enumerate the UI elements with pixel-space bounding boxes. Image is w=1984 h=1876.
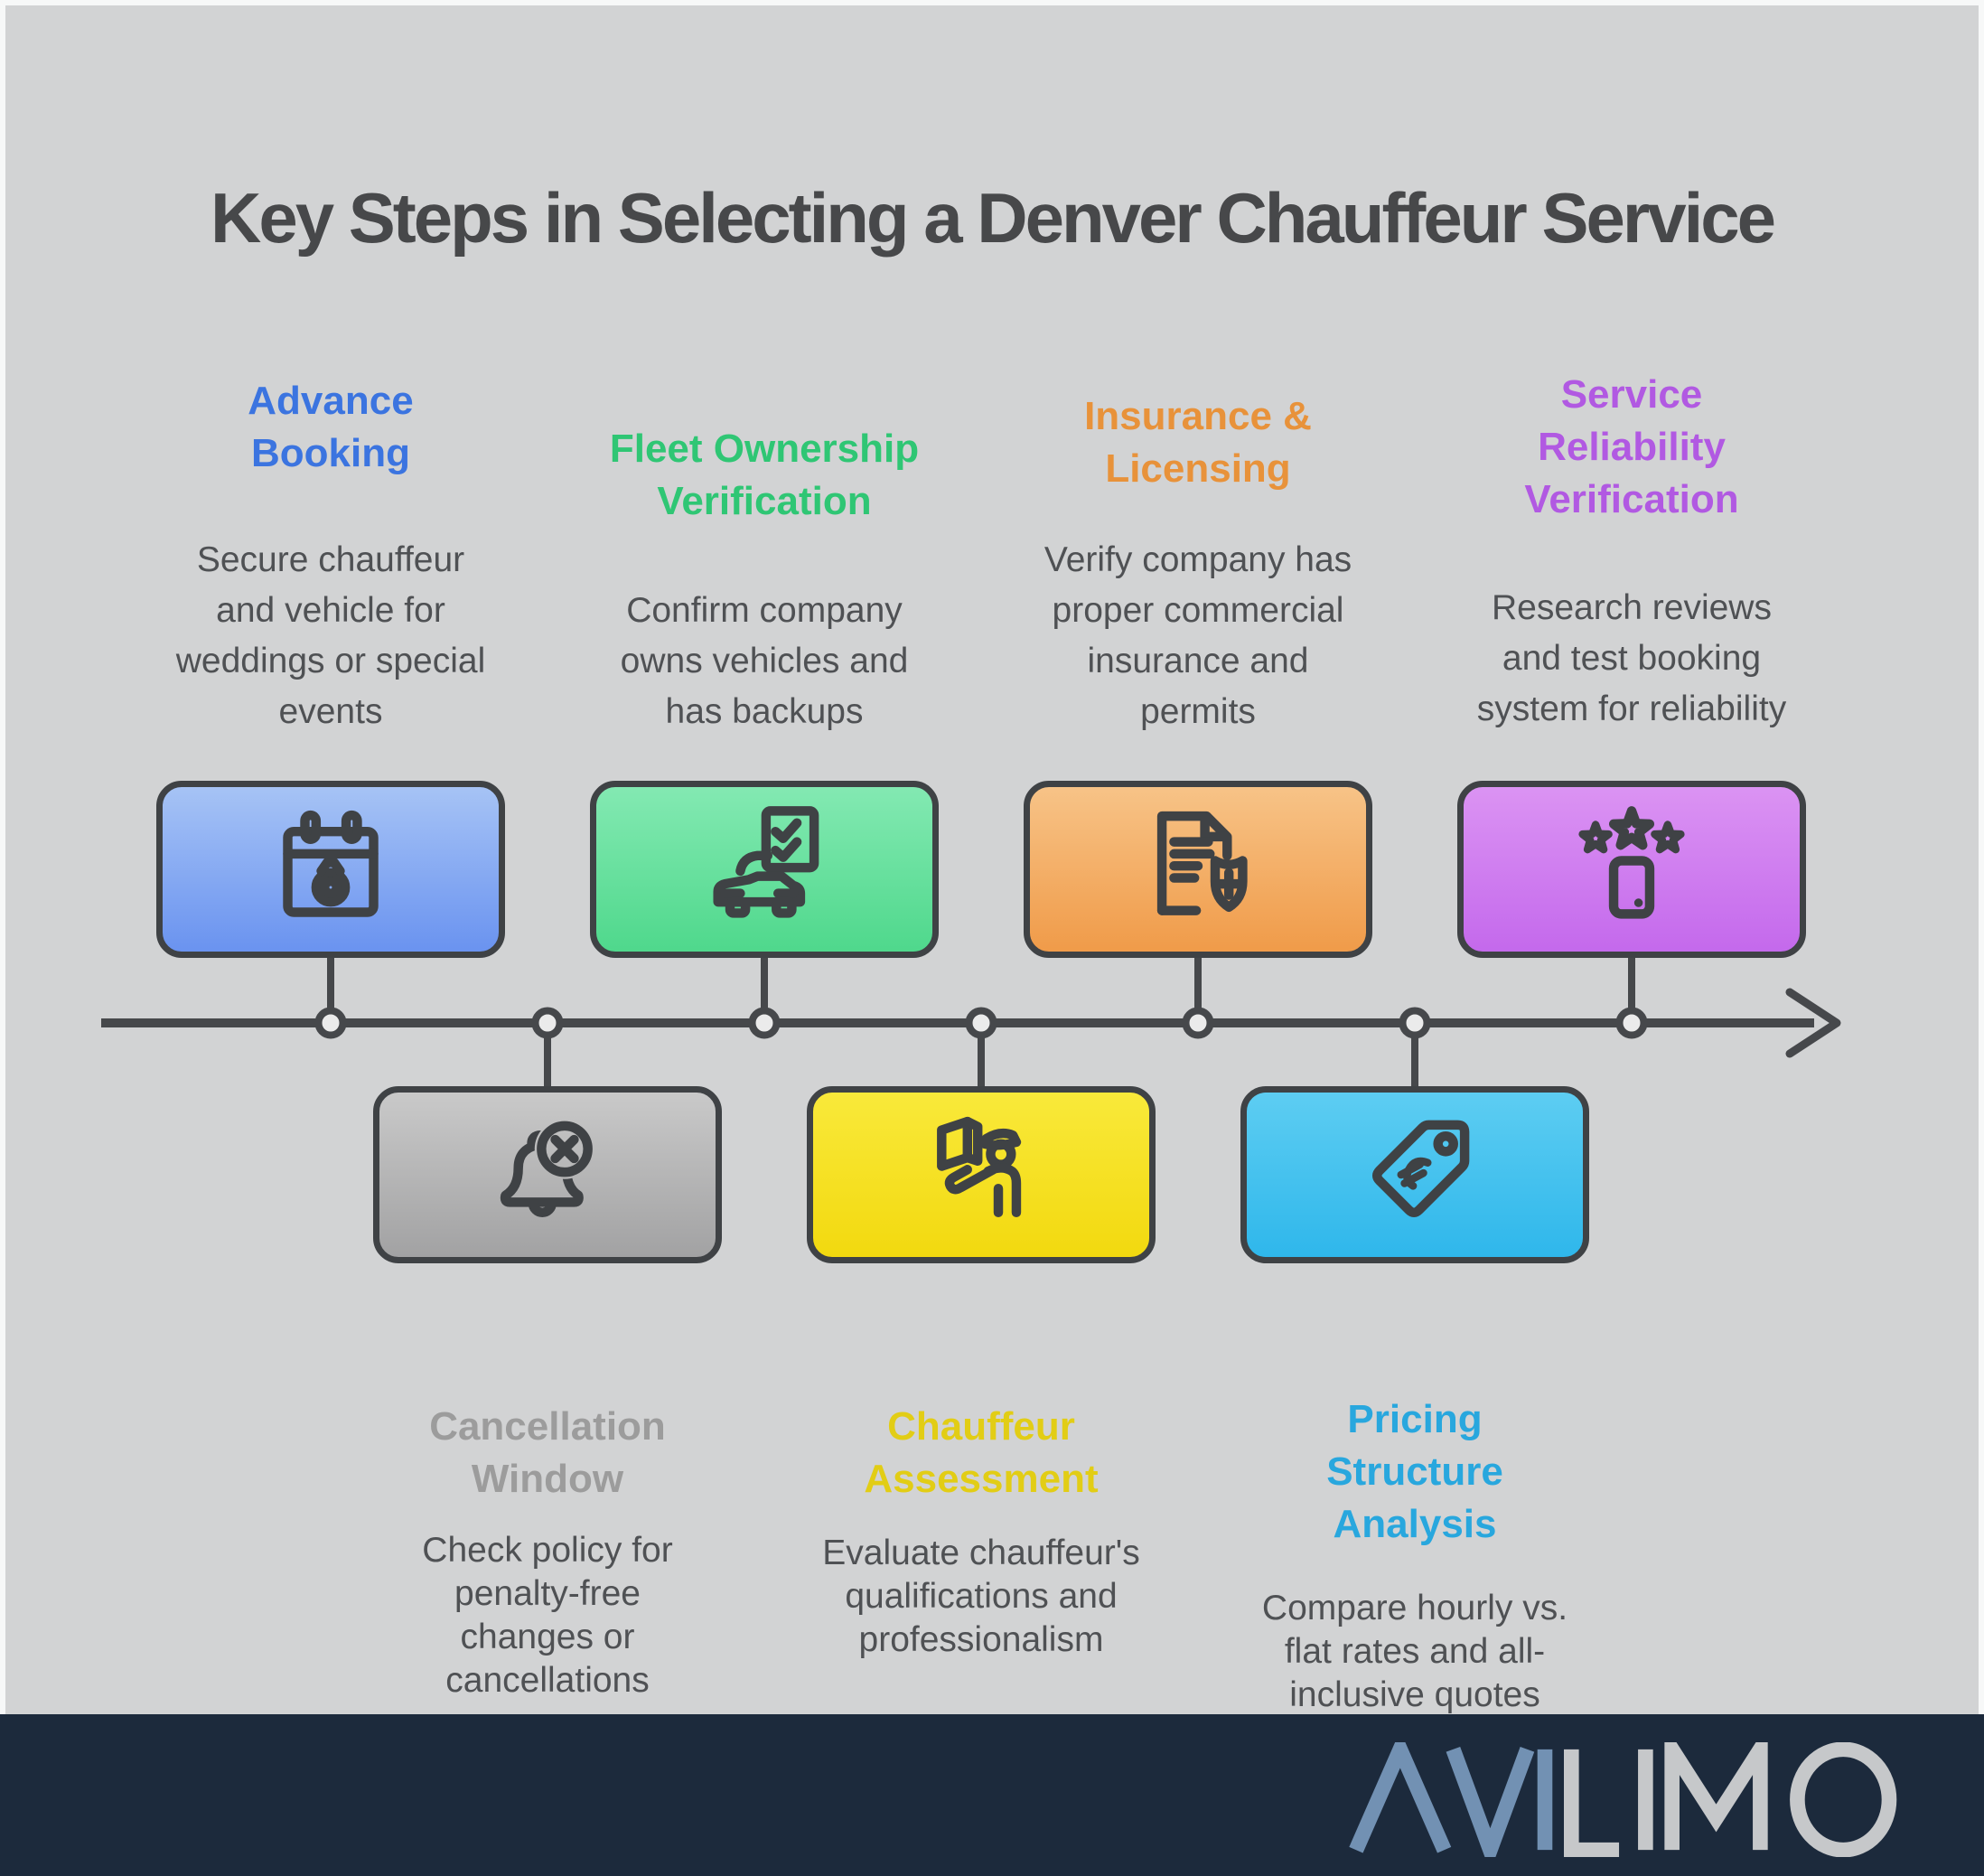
brand-logo [1349, 1742, 1897, 1857]
brand-letter-l [1563, 1749, 1620, 1857]
iconbox-pricing-structure [1240, 1086, 1589, 1263]
body-fleet-ownership: Confirm company owns vehicles and has ba… [620, 591, 909, 731]
timeline-node-3 [748, 1007, 781, 1039]
price-tag-icon [1372, 1120, 1470, 1217]
iconbox-chauffeur-assessment [807, 1086, 1156, 1263]
body-cancellation-window: Check policy for penalty-free changes or… [422, 1531, 673, 1700]
brand-suffix-limo [1563, 1742, 1897, 1857]
heading-cancellation-window: Cancellation Window [429, 1404, 666, 1501]
brand-letter-m [1664, 1742, 1768, 1851]
timeline [101, 988, 1841, 1058]
connector-cancellation-window [544, 1023, 551, 1090]
body-pricing-structure: Compare hourly vs. flat rates and all- i… [1261, 1589, 1568, 1714]
iconbox-advance-booking [156, 781, 505, 958]
brand-letter-o [1790, 1742, 1897, 1857]
chauffeur-icon [937, 1116, 1022, 1218]
connector-fleet-ownership [761, 949, 768, 1025]
connector-chauffeur-assessment [978, 1023, 985, 1090]
brand-letter-v [1446, 1746, 1535, 1857]
timeline-node-6 [1399, 1007, 1431, 1039]
timeline-node-4 [965, 1007, 997, 1039]
document-shield-icon [1156, 811, 1248, 915]
body-insurance-licensing: Verify company has proper commercial ins… [1043, 540, 1352, 731]
connector-service-reliability [1628, 949, 1635, 1025]
car-checklist-icon [713, 806, 819, 918]
body-service-reliability: Research reviews and test booking system… [1476, 588, 1787, 728]
bell-cancel-icon [500, 1121, 593, 1217]
heading-chauffeur-assessment: Chauffeur Assessment [864, 1404, 1099, 1501]
rating-stars-phone-icon [1578, 806, 1685, 919]
footer-bar [0, 1714, 1984, 1876]
body-advance-booking: Secure chauffeur and vehicle for wedding… [175, 540, 486, 731]
page-title: Key Steps in Selecting a Denver Chauffeu… [210, 178, 1776, 258]
heading-advance-booking: Advance Booking [248, 379, 414, 475]
heading-pricing-structure: Pricing Structure Analysis [1326, 1397, 1503, 1546]
body-chauffeur-assessment: Evaluate chauffeur's qualifications and … [822, 1534, 1140, 1659]
timeline-node-7 [1615, 1007, 1648, 1039]
iconbox-service-reliability [1457, 781, 1806, 958]
timeline-node-2 [531, 1007, 564, 1039]
brand-prefix-avi [1349, 1742, 1553, 1857]
timeline-node-5 [1182, 1007, 1214, 1039]
connector-insurance-licensing [1194, 949, 1202, 1025]
timeline-nodes [314, 1007, 1648, 1039]
connector-advance-booking [327, 949, 334, 1025]
connector-pricing-structure [1411, 1023, 1418, 1090]
iconbox-insurance-licensing [1024, 781, 1372, 958]
heading-insurance-licensing: Insurance & Licensing [1084, 394, 1312, 491]
timeline-node-1 [314, 1007, 347, 1039]
wedding-calendar-icon [283, 810, 379, 917]
brand-letter-a [1349, 1742, 1452, 1853]
iconbox-fleet-ownership [590, 781, 939, 958]
heading-service-reliability: Service Reliability Verification [1524, 372, 1739, 521]
iconbox-cancellation-window [373, 1086, 722, 1263]
heading-fleet-ownership: Fleet Ownership Verification [609, 427, 920, 523]
